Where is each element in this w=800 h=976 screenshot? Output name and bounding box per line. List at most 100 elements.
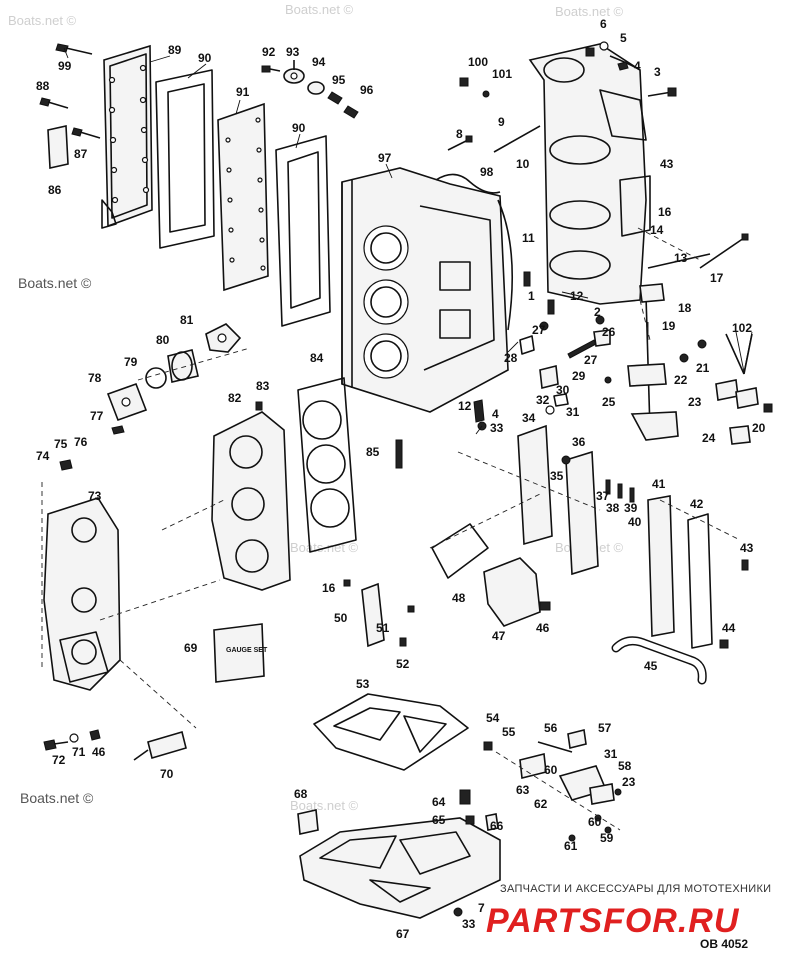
cylinder-block — [341, 167, 514, 413]
callout-17: 17 — [710, 271, 724, 285]
callout-21: 21 — [696, 361, 710, 375]
callout-24: 24 — [702, 431, 716, 445]
callout-19: 19 — [662, 319, 676, 333]
brand-logo: ЗАПЧАСТИ И АКСЕССУАРЫ ДЛЯ МОТОТЕХНИКИ PA… — [486, 883, 771, 940]
callout-73: 73 — [88, 489, 102, 503]
callout-13: 13 — [674, 251, 688, 265]
callout-45: 45 — [644, 659, 658, 673]
callout-36: 36 — [572, 435, 586, 449]
callout-25: 25 — [602, 395, 616, 409]
callout-29: 29 — [572, 369, 586, 383]
callout-30: 30 — [556, 383, 570, 397]
callout-47: 47 — [492, 629, 506, 643]
exhaust-cover-gasket — [155, 69, 215, 249]
callout-28: 28 — [504, 351, 518, 365]
callout-16: 16 — [658, 205, 672, 219]
callout-42: 42 — [690, 497, 704, 511]
callout-88: 88 — [36, 79, 50, 93]
callout-75: 75 — [54, 437, 68, 451]
bolt-set-top-left — [39, 43, 101, 169]
callout-61: 61 — [564, 839, 578, 853]
callout-34: 34 — [522, 411, 536, 425]
callout-92: 92 — [262, 45, 276, 59]
watermark-text: Boats.net © — [555, 4, 624, 19]
callout-65: 65 — [432, 813, 446, 827]
callout-78: 78 — [88, 371, 102, 385]
callout-48: 48 — [452, 591, 466, 605]
bypass-housing-47 — [483, 557, 551, 627]
callout-3: 3 — [654, 65, 661, 79]
dashed-guides — [41, 227, 741, 831]
callout-81: 81 — [180, 313, 194, 327]
callout-85: 85 — [366, 445, 380, 459]
callout-99: 99 — [58, 59, 72, 73]
callout-87: 87 — [74, 147, 88, 161]
callout-70: 70 — [160, 767, 174, 781]
exhaust-cover-plate — [101, 44, 153, 229]
callout-numbers: 99 89 90 92 93 94 6 5 4 3 100 101 88 87 … — [36, 17, 766, 941]
callout-79: 79 — [124, 355, 138, 369]
callout-53: 53 — [356, 677, 370, 691]
callout-90b: 90 — [292, 121, 306, 135]
callout-33: 33 — [490, 421, 504, 435]
small-fasteners-35-40 — [561, 455, 749, 649]
callout-64: 64 — [432, 795, 446, 809]
watermark-text: Boats.net © — [290, 798, 359, 813]
callout-95: 95 — [332, 73, 346, 87]
cylinder-head — [211, 411, 291, 591]
callout-102: 102 — [732, 321, 752, 335]
callout-59: 59 — [600, 831, 614, 845]
callout-43b: 43 — [740, 541, 754, 555]
callout-60: 60 — [544, 763, 558, 777]
exhaust-plate — [217, 102, 269, 292]
callout-31: 31 — [566, 405, 580, 419]
fittings-92-96 — [261, 60, 359, 119]
callout-32: 32 — [536, 393, 550, 407]
water-hose — [611, 636, 707, 685]
callout-10: 10 — [516, 157, 530, 171]
adaptor-plate — [297, 789, 501, 919]
throttle-linkage-lower — [483, 729, 622, 842]
callout-50: 50 — [334, 611, 348, 625]
callout-96: 96 — [360, 83, 374, 97]
transfer-port-cover-34 — [517, 424, 553, 546]
gauge-set-box: GAUGE SET — [213, 623, 268, 683]
callout-63: 63 — [516, 783, 530, 797]
watermark-layer: Boats.net © Boats.net © Boats.net © Boat… — [8, 2, 624, 813]
bypass-cover-48 — [431, 523, 489, 579]
callout-9: 9 — [498, 115, 505, 129]
callout-74: 74 — [36, 449, 50, 463]
callout-31b: 31 — [604, 747, 618, 761]
callout-93: 93 — [286, 45, 300, 59]
callout-22: 22 — [674, 373, 688, 387]
callout-60b: 60 — [588, 815, 602, 829]
callout-8: 8 — [456, 127, 463, 141]
callout-2: 2 — [594, 305, 601, 319]
callout-54: 54 — [486, 711, 500, 725]
callout-23b: 23 — [622, 775, 636, 789]
callout-37: 37 — [596, 489, 610, 503]
callout-56: 56 — [544, 721, 558, 735]
watermark-text: Boats.net © — [8, 13, 77, 28]
callout-57: 57 — [598, 721, 612, 735]
callout-68: 68 — [294, 787, 308, 801]
callout-51: 51 — [376, 621, 390, 635]
callout-67: 67 — [396, 927, 410, 941]
leader-lines — [63, 47, 753, 435]
callout-43: 43 — [660, 157, 674, 171]
callout-71: 71 — [72, 745, 86, 759]
callout-1: 1 — [528, 289, 535, 303]
callout-89: 89 — [168, 43, 182, 57]
transfer-port-cover-41 — [647, 495, 675, 637]
diagram-code: OB 4052 — [700, 937, 748, 951]
callout-39: 39 — [624, 501, 638, 515]
callout-86: 86 — [48, 183, 62, 197]
callout-69: 69 — [184, 641, 198, 655]
callout-80: 80 — [156, 333, 170, 347]
callout-58: 58 — [618, 759, 632, 773]
callout-41: 41 — [652, 477, 666, 491]
crankcase — [528, 43, 651, 305]
brand-tagline: ЗАПЧАСТИ И АКСЕССУАРЫ ДЛЯ МОТОТЕХНИКИ — [500, 883, 771, 895]
callout-98: 98 — [480, 165, 494, 179]
